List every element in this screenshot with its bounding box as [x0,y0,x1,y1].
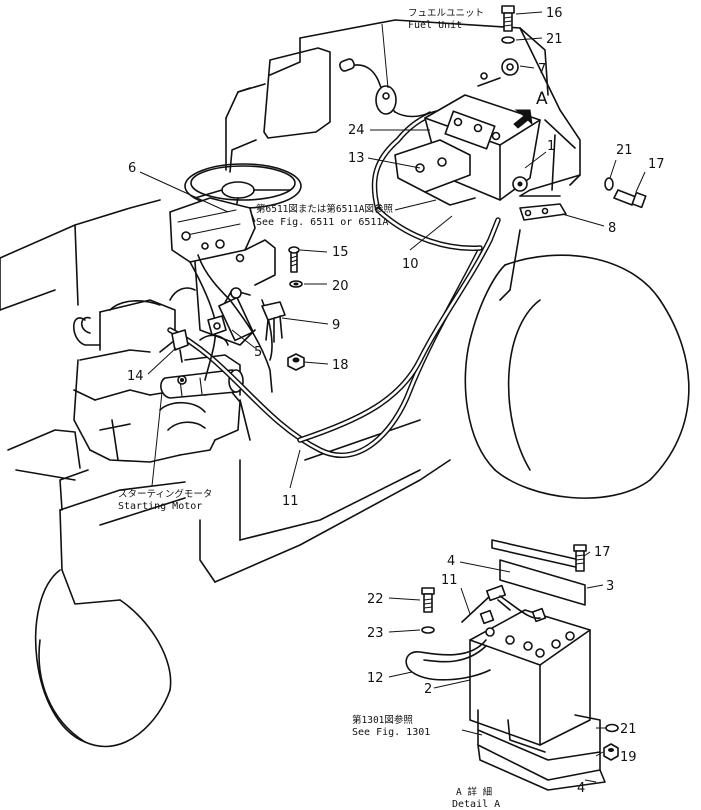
callout-3: 3 [606,579,614,594]
fuel-unit [339,58,397,115]
engine-block [59,299,241,511]
annotation-notes: フュエルユニット Fuel Unit 第6511図または第6511A図参照 Se… [118,8,500,810]
part-bolt-17-side [613,189,647,209]
callout-9: 9 [332,318,340,333]
callout-21: 21 [616,143,633,158]
callout-15: 15 [332,245,349,260]
callout-23: 23 [367,626,384,641]
detail-a-label-en: Detail A [452,799,500,810]
part-switch-9 [261,301,286,343]
callout-11: 11 [282,494,299,509]
detail-a-label-jp: A 詳 細 [456,786,492,798]
fuel-unit-label-jp: フュエルユニット [408,8,484,19]
callout-4: 4 [577,781,585,796]
callout-6: 6 [128,161,136,176]
part-nut-18 [287,353,305,371]
callout-10: 10 [402,257,419,272]
see-fig-1301-en: See Fig. 1301 [352,727,430,738]
callout-labels: 16 21 7 A 1 21 17 24 13 6 8 15 10 20 9 5… [127,6,665,796]
callout-21: 21 [546,32,563,47]
callout-16: 16 [546,6,563,21]
starting-motor-label-en: Starting Motor [118,501,202,512]
part-washer-20 [289,280,303,288]
callout-11: 11 [441,573,458,588]
callout-17: 17 [648,157,665,172]
fuel-unit-label-en: Fuel Unit [408,20,462,31]
part-bolt-15 [288,246,300,273]
callout-19: 19 [620,750,637,765]
callout-18: 18 [332,358,349,373]
callout-4: 4 [447,554,455,569]
starting-motor-label-jp: スターティングモータ [118,488,212,500]
wiring-harness [167,64,501,459]
callout-14: 14 [127,369,144,384]
callout-5: 5 [254,345,262,360]
part-switch-14 [171,329,189,363]
callout-22: 22 [367,592,384,607]
part-washer-21-side [604,177,614,191]
callout-24: 24 [348,123,365,138]
battery-box-installed [394,58,567,221]
leader-lines [139,11,646,783]
see-fig-6511-jp: 第6511図または第6511A図参照 [256,203,393,215]
callout-7: 7 [538,62,546,77]
callout-13: 13 [348,151,365,166]
machine-body [0,19,690,748]
steering-wheel [184,163,302,209]
see-fig-1301-jp: 第1301図参照 [352,714,413,726]
part-washer-21-top [501,36,515,44]
part-bolt-16 [501,5,515,32]
dash-panel [169,197,276,346]
callout-8: 8 [608,221,616,236]
part-motor-5 [207,315,227,336]
callout-1: 1 [547,139,555,154]
see-fig-6511-en: See Fig. 6511 or 6511A [256,217,388,228]
callout-17: 17 [594,545,611,560]
callout-a: A [536,89,548,109]
callout-20: 20 [332,279,349,294]
detail-a-battery [405,539,619,791]
callout-2: 2 [424,682,432,697]
callout-12: 12 [367,671,384,686]
callout-21: 21 [620,722,637,737]
